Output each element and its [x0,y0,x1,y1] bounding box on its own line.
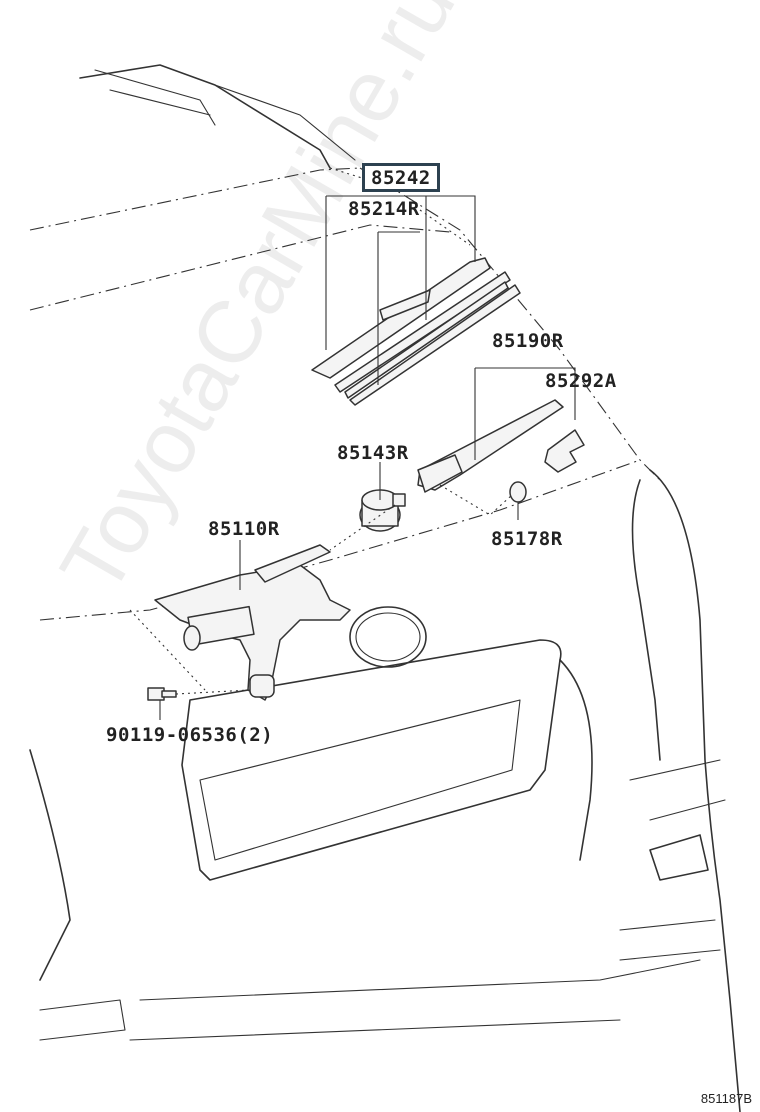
part-label-85143R[interactable]: 85143R [337,442,409,464]
arm-cap [544,429,585,473]
part-label-85242[interactable]: 85242 [362,163,440,192]
part-label-90119-06536[interactable]: 90119-06536(2) [106,724,274,746]
part-label-85110R[interactable]: 85110R [208,518,280,540]
part-label-85190R[interactable]: 85190R [492,330,564,352]
part-label-85214R[interactable]: 85214R [348,198,420,220]
part-label-85178R[interactable]: 85178R [491,528,563,550]
vehicle-body-outline [29,64,741,1112]
wiper-arm [417,399,564,493]
part-label-85292A[interactable]: 85292A [545,370,617,392]
bolt [147,687,177,701]
grommet [509,481,527,503]
wiper-motor [154,544,351,701]
leader-lines [129,167,576,720]
diagram-code: 851187B [700,1091,752,1106]
pivot-cap [359,489,406,532]
wiper-blade-assembly [311,257,521,406]
